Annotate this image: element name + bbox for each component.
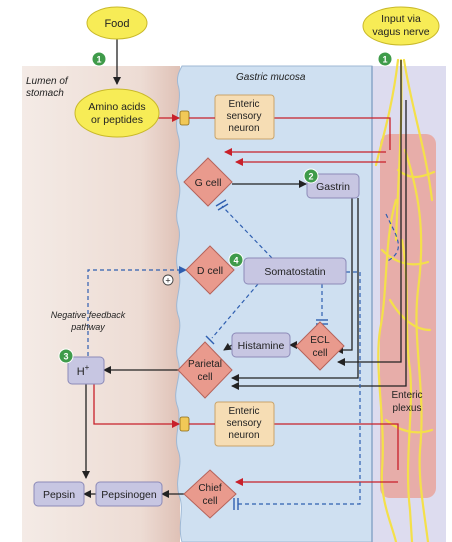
lumen-label-line2: stomach — [26, 88, 64, 99]
pepsin-box: Pepsin — [33, 481, 85, 507]
lumen-label-line1: Lumen of — [26, 76, 69, 87]
svg-text:Chief: Chief — [198, 483, 222, 494]
receptor-bottom — [179, 416, 190, 432]
feedback-label-line2: pathway — [70, 322, 105, 332]
step-4-somatostatin: 4 — [228, 252, 244, 268]
receptor-top — [179, 110, 190, 126]
svg-text:neuron: neuron — [228, 123, 259, 134]
svg-text:1: 1 — [382, 55, 387, 65]
step-1-food: 1 — [91, 51, 107, 67]
amino-acids-stimulus: Amino acids or peptides — [74, 88, 160, 138]
lumen-region — [22, 66, 180, 542]
positive-sign: + — [162, 274, 174, 286]
svg-text:Pepsinogen: Pepsinogen — [101, 489, 157, 501]
hplus-box: H+ — [67, 356, 105, 385]
svg-text:neuron: neuron — [228, 430, 259, 441]
hplus-superscript: + — [85, 363, 90, 372]
somatostatin-box: Somatostatin — [243, 257, 347, 285]
enteric-neuron-bottom: Enteric sensory neuron — [214, 401, 275, 447]
svg-text:D cell: D cell — [197, 265, 223, 277]
svg-text:Histamine: Histamine — [238, 340, 285, 352]
svg-text:Enteric: Enteric — [228, 406, 259, 417]
svg-text:Pepsin: Pepsin — [43, 489, 75, 501]
svg-text:sensory: sensory — [226, 418, 261, 429]
step-2-gastrin: 2 — [303, 168, 319, 184]
svg-text:sensory: sensory — [226, 111, 261, 122]
svg-text:Somatostatin: Somatostatin — [264, 266, 325, 278]
histamine-box: Histamine — [231, 332, 291, 358]
food-label: Food — [104, 18, 129, 30]
plexus-label-line1: Enteric — [391, 390, 422, 401]
amino-label-line1: Amino acids — [88, 101, 145, 113]
svg-text:G cell: G cell — [195, 177, 222, 189]
svg-text:4: 4 — [233, 256, 238, 266]
chief-cell: Chief cell — [183, 469, 237, 519]
step-3-hplus: 3 — [58, 348, 74, 364]
svg-text:cell: cell — [312, 348, 327, 359]
vagus-input: Input via vagus nerve — [362, 6, 440, 46]
svg-text:cell: cell — [197, 372, 212, 383]
g-cell: G cell — [183, 157, 233, 207]
svg-text:ECL: ECL — [310, 335, 330, 346]
step-1-vagus: 1 — [377, 51, 393, 67]
svg-text:Enteric: Enteric — [228, 99, 259, 110]
pepsinogen-box: Pepsinogen — [95, 481, 163, 507]
d-cell: D cell — [185, 245, 235, 295]
ecl-cell: ECL cell — [295, 321, 345, 371]
plexus-label-line2: plexus — [393, 403, 422, 414]
hplus-label: H — [77, 366, 85, 378]
vagus-label-line2: vagus nerve — [372, 26, 429, 38]
svg-text:3: 3 — [63, 352, 68, 362]
svg-text:Gastrin: Gastrin — [316, 181, 350, 193]
parietal-cell: Parietal cell — [177, 341, 233, 399]
enteric-neuron-top: Enteric sensory neuron — [214, 94, 275, 140]
vagus-label-line1: Input via — [381, 13, 421, 25]
svg-text:H+: H+ — [77, 363, 90, 378]
mucosa-label: Gastric mucosa — [236, 72, 306, 83]
svg-text:+: + — [165, 276, 170, 286]
svg-text:1: 1 — [96, 55, 101, 65]
gastrin-box: Gastrin — [306, 173, 360, 199]
amino-label-line2: or peptides — [91, 114, 143, 126]
feedback-label-line1: Negative feedback — [51, 310, 126, 320]
svg-text:Parietal: Parietal — [188, 359, 222, 370]
food-stimulus: Food — [86, 6, 148, 40]
svg-text:2: 2 — [308, 172, 313, 182]
svg-text:cell: cell — [202, 496, 217, 507]
